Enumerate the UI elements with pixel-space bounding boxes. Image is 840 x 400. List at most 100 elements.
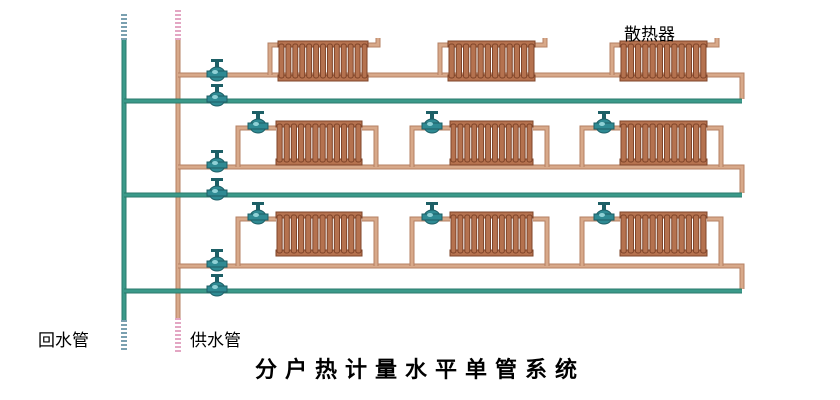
floor2-supply-loop — [178, 164, 745, 193]
diagram-caption: 分户热计量水平单管系统 — [254, 357, 585, 383]
floor2-radiator-3 — [619, 120, 708, 166]
floor2-return-valve-shine — [212, 189, 218, 193]
floor3-radiator-3-fin — [620, 214, 627, 254]
floor2-radiator-3-fin — [685, 123, 692, 163]
floor2-radiator-2-fin — [505, 123, 512, 163]
floor1-rad2-inlet — [437, 42, 448, 75]
floor1-rad2-inlet-body — [438, 43, 448, 75]
floor3-return-valve — [206, 274, 228, 297]
floor2-rad1-outlet-body — [362, 126, 378, 167]
floor1-radiator-2 — [447, 40, 536, 82]
floor1-radiator-3-fin — [671, 43, 678, 79]
floor3-supply-loop-body — [178, 264, 744, 289]
floor2-radiator-1-fin — [333, 123, 341, 163]
floor3-radiator-2-fin — [485, 214, 492, 254]
floor2-rad1-inlet-body — [236, 126, 276, 167]
floor2-radiator-1-fin — [326, 123, 333, 163]
floor3-radiator-3 — [619, 211, 708, 257]
floor2-radiator-2-fin — [485, 123, 492, 163]
floor1-radiator-3-fin — [693, 43, 700, 79]
floor2-radiator-3-fin — [649, 123, 656, 163]
floor2-radiator-1-fin — [348, 123, 355, 163]
floor3-radiator-valve-3-shine — [599, 213, 605, 217]
floor3-radiator-valve-2-stem — [430, 204, 434, 211]
floor2-radiator-valve-1-stem — [256, 113, 260, 120]
floor2-radiator-2-fin — [498, 123, 505, 163]
floor1-return-valve-stem — [215, 86, 219, 93]
floor2-supply-loop-body — [178, 165, 744, 193]
floor2-radiator-2 — [449, 120, 534, 166]
floor3-return-valve-stem — [215, 276, 219, 283]
floor3-rad2-inlet-edge — [409, 216, 450, 266]
floor3-supply-valve-handle — [211, 249, 223, 252]
floor2-radiator-3-fin — [700, 123, 707, 163]
floor2-rad3-outlet-body — [707, 126, 723, 167]
floor1-radiator-1-fin — [333, 43, 340, 79]
floor1-rad3-vent-body — [707, 38, 719, 47]
floor2-radiator-2-fin — [492, 123, 498, 163]
floor2-radiator-3-fin — [664, 123, 671, 163]
floor1-supply-valve-handle — [211, 59, 223, 62]
floor2-rad1-inlet-edge — [235, 125, 276, 167]
floor1-radiator-3-fin — [656, 43, 663, 79]
floor2-radiator-3-fin — [642, 123, 649, 163]
floor2-radiator-valve-3-stem — [602, 113, 606, 120]
floor2-radiator-2-fin — [519, 123, 526, 163]
floor3-rad1-inlet — [235, 216, 276, 266]
floor3-return-valve-shine — [212, 285, 218, 289]
floor2-rad2-inlet-body — [410, 126, 450, 167]
floor1-radiator-3-fin — [635, 43, 642, 79]
floor3-supply-valve — [206, 249, 228, 272]
floor1-rad3-vent — [707, 38, 720, 48]
floor3-radiator-1-bottom-header — [275, 249, 363, 257]
supply-pipe-label: 供水管 — [190, 331, 241, 351]
floor2-radiator-3-fin — [656, 123, 663, 163]
floor1-radiator-2-fin — [513, 43, 520, 79]
floor1-radiator-3-fin — [685, 43, 692, 79]
floor3-radiator-2-fin — [519, 214, 526, 254]
floor3-radiator-2-fin — [457, 214, 464, 254]
floor1-radiator-2-fin — [484, 43, 491, 79]
floor2-radiator-1-fin — [341, 123, 348, 163]
floor3-radiator-1-fin — [319, 214, 326, 254]
floor3-radiator-2-fin — [478, 214, 485, 254]
floor2-rad3-inlet — [579, 125, 620, 167]
floor1-radiator-1-fin — [292, 43, 299, 79]
floor1-radiator-2-fin — [455, 43, 462, 79]
floor1-return-valve-shine — [212, 95, 218, 99]
floor1-rad2-vent — [535, 38, 548, 48]
floor3-radiator-3-fin — [635, 214, 642, 254]
floor2-radiator-1-fin — [355, 123, 362, 163]
floor1-radiator-1 — [277, 40, 369, 82]
floor3-radiator-1-fin — [298, 214, 305, 254]
floor2-radiator-valve-2-shine — [427, 122, 433, 126]
floor3-radiator-1-fin — [312, 214, 319, 254]
floor2-radiator-2-fin — [457, 123, 464, 163]
floor1-radiator-3-fin — [700, 43, 707, 79]
floor2-radiator-2-fin — [526, 123, 533, 163]
floor2-radiator-3-fin — [693, 123, 700, 163]
floor3-radiator-3-fin — [693, 214, 700, 254]
floor1-radiator-3 — [619, 40, 708, 82]
floor3-radiator-3-fin — [642, 214, 649, 254]
floor2-radiator-3-bottom-header — [619, 158, 708, 166]
floor3-radiator-2-fin — [464, 214, 471, 254]
floor3-radiator-3-fin — [671, 214, 678, 254]
floor3-radiator-1-fin — [348, 214, 355, 254]
floor1-radiator-1-fin — [361, 43, 368, 79]
floor3-rad3-inlet — [579, 216, 620, 266]
floor3-rad3-outlet-body — [707, 217, 723, 266]
floor2-rad3-inlet-body — [580, 126, 620, 167]
floor2-radiator-valve-3 — [593, 111, 615, 134]
floor3-supply-loop-edge — [178, 263, 745, 289]
floor1-radiator-2-fin — [470, 43, 477, 79]
floor3-radiator-3-fin — [685, 214, 692, 254]
floor1-radiator-1-fin — [340, 43, 347, 79]
floor1-radiator-2-fin — [477, 43, 484, 79]
floor2-radiator-valve-3-handle — [598, 111, 610, 114]
floor2-radiator-1-fin — [305, 123, 312, 163]
floor1-radiator-1-fin — [306, 43, 313, 79]
floor2-return-valve-stem — [215, 180, 219, 187]
floor1-radiator-2-fin — [506, 43, 513, 79]
floor1-rad1-vent — [368, 38, 381, 48]
